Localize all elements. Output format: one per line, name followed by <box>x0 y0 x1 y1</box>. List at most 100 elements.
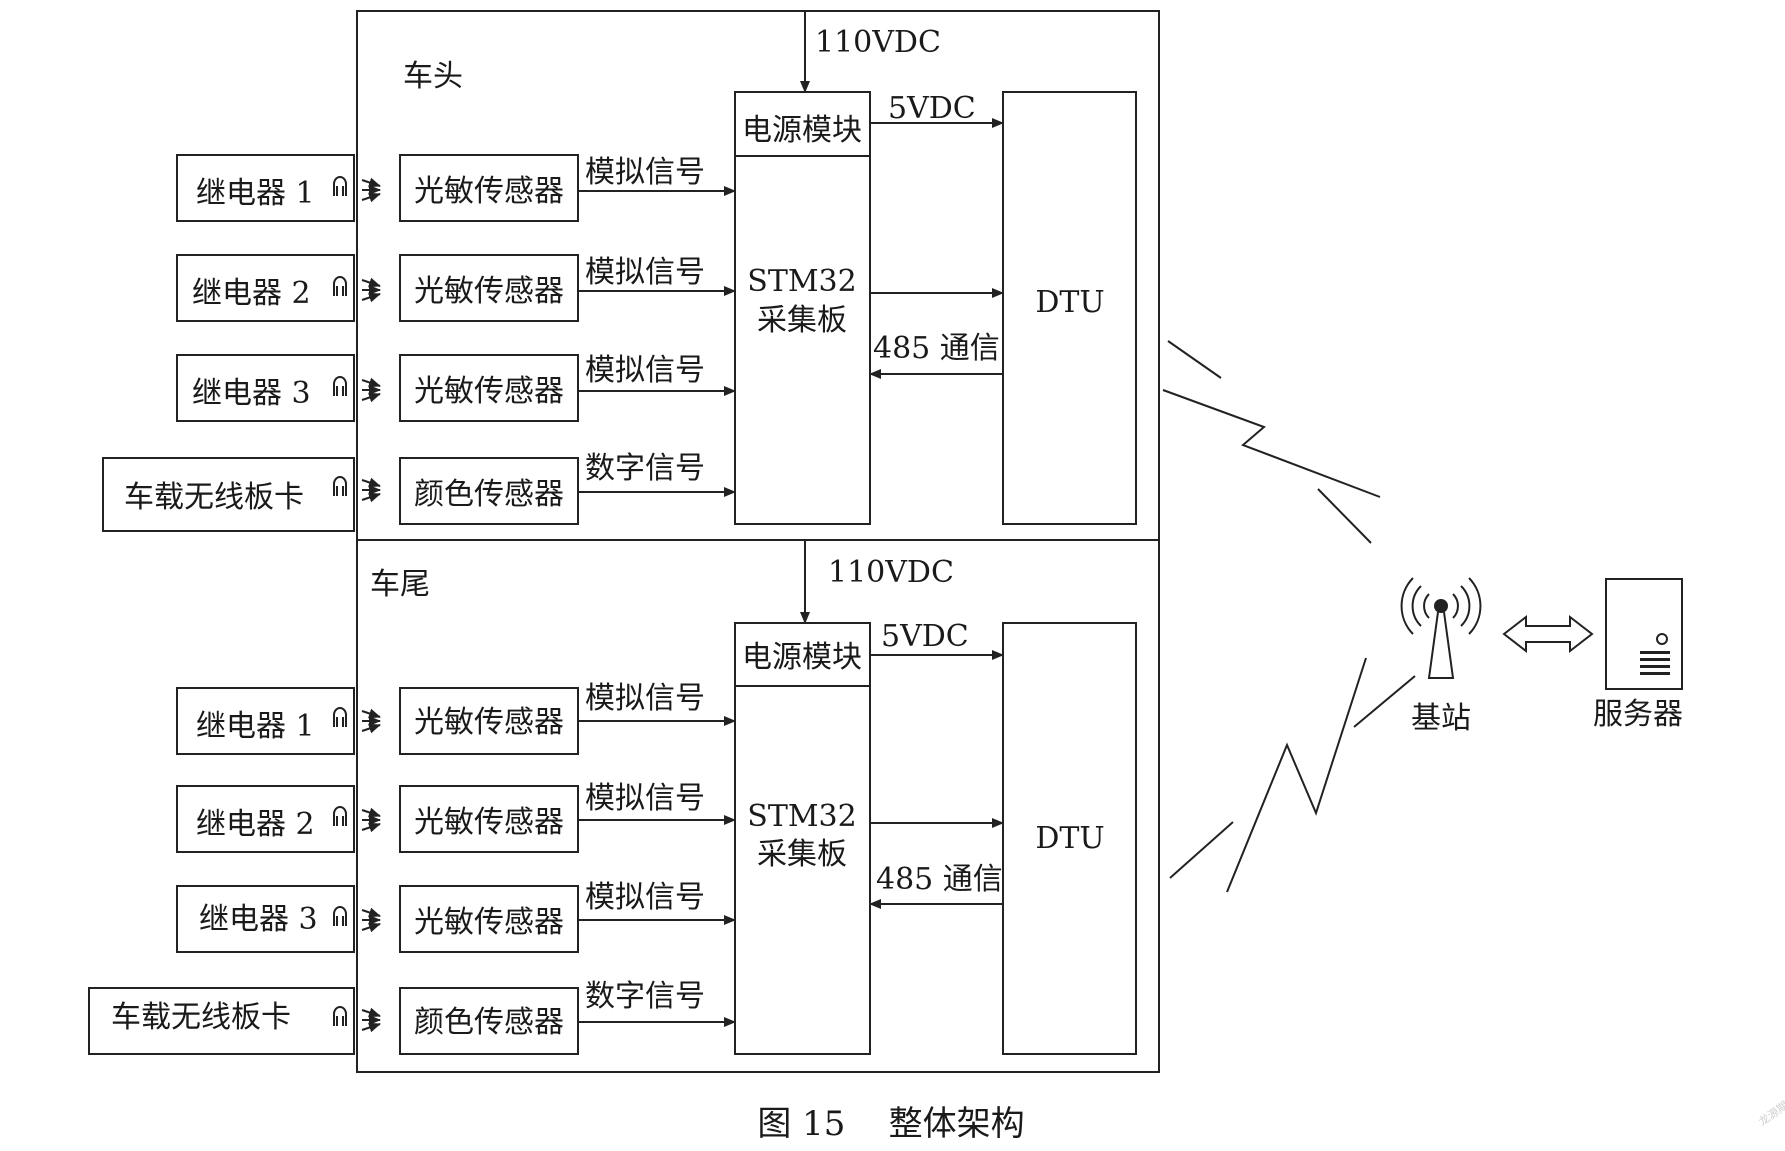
dtu-box <box>1002 91 1137 525</box>
lightning-bolt-icon <box>1226 657 1367 893</box>
indicator-led-icon <box>333 806 347 826</box>
wave-line <box>1317 488 1372 544</box>
power-module-label: 电源模块 <box>742 113 862 148</box>
signal-label: 数字信号 <box>585 451 705 486</box>
source-label: 继电器 1 <box>196 709 315 744</box>
input-row: 继电器 3 光敏传感器 模拟信号 <box>176 353 736 422</box>
watermark: 龙源期刊网 <box>1756 1085 1785 1128</box>
light-rays-icon <box>361 477 381 503</box>
server: 服务器 <box>1593 578 1683 732</box>
signal-label: 模拟信号 <box>585 880 705 915</box>
sensor-label: 颜色传感器 <box>414 1005 564 1040</box>
light-rays-icon <box>361 1007 381 1033</box>
signal-label: 模拟信号 <box>585 781 705 816</box>
light-rays-icon <box>361 708 381 734</box>
light-rays-icon <box>361 277 381 303</box>
wireless-card-box <box>102 457 355 532</box>
input-row: 车载无线板卡 颜色传感器 数字信号 <box>102 451 736 532</box>
server-label: 服务器 <box>1593 697 1683 732</box>
relay-box <box>176 785 355 853</box>
sensor-label: 光敏传感器 <box>414 174 564 209</box>
power-input-label: 110VDC <box>828 555 954 590</box>
source-label: 继电器 1 <box>196 176 315 211</box>
indicator-led-icon <box>333 376 347 396</box>
sensor-box <box>399 154 579 222</box>
comm-label: 485 通信 <box>873 331 1000 366</box>
wireless-card-box <box>88 987 355 1055</box>
figure-caption: 图 15 整体架构 <box>757 1104 1024 1144</box>
source-label: 继电器 2 <box>192 276 311 311</box>
power-input-label: 110VDC <box>815 25 941 60</box>
light-rays-icon <box>361 177 381 203</box>
light-rays-icon <box>361 907 381 933</box>
relay-box <box>176 154 355 222</box>
sensor-label: 光敏传感器 <box>414 705 564 740</box>
indicator-led-icon <box>333 707 347 727</box>
wave-line <box>1353 675 1416 728</box>
signal-label: 模拟信号 <box>585 255 705 290</box>
input-row: 继电器 1 光敏传感器 模拟信号 <box>176 681 736 755</box>
board-label: 采集板 <box>757 303 847 338</box>
dtu-label: DTU <box>1035 821 1104 856</box>
antenna-tower-icon <box>1400 577 1482 679</box>
source-label: 继电器 2 <box>196 807 315 842</box>
source-label: 车载无线板卡 <box>124 480 304 515</box>
section-head: 车头 110VDC 电源模块 STM32 采集板 DTU 5VDC 485 通信… <box>102 10 1160 541</box>
wave-line <box>1167 340 1222 379</box>
sensor-box <box>399 254 579 322</box>
sensor-label: 颜色传感器 <box>414 477 564 512</box>
bidirectional-arrow-icon <box>1502 614 1594 654</box>
source-label: 继电器 3 <box>192 376 311 411</box>
board-label: 采集板 <box>757 837 847 872</box>
indicator-led-icon <box>333 476 347 496</box>
indicator-led-icon <box>333 276 347 296</box>
relay-box <box>176 254 355 322</box>
input-row: 继电器 2 光敏传感器 模拟信号 <box>176 781 736 853</box>
input-row: 继电器 3 光敏传感器 模拟信号 <box>176 880 736 953</box>
power-output-label: 5VDC <box>881 619 969 654</box>
dtu-label: DTU <box>1035 285 1104 320</box>
light-rays-icon <box>361 807 381 833</box>
dtu-box <box>1002 622 1137 1055</box>
stm32-label: STM32 <box>747 264 856 299</box>
indicator-led-icon <box>333 1006 347 1026</box>
relay-box <box>176 354 355 422</box>
stm32-board <box>734 622 871 1055</box>
sensor-box <box>399 354 579 422</box>
signal-label: 模拟信号 <box>585 353 705 388</box>
signal-label: 模拟信号 <box>585 155 705 190</box>
lightning-bolt-icon <box>1162 389 1381 498</box>
sensor-label: 光敏传感器 <box>414 274 564 309</box>
source-label: 继电器 3 <box>199 902 318 937</box>
section-tail: 车尾 110VDC 电源模块 STM32 采集板 DTU 5VDC 485 通信… <box>88 539 1160 1073</box>
section-label: 车尾 <box>370 567 430 602</box>
indicator-led-icon <box>333 176 347 196</box>
wireless-link-upper <box>1162 340 1381 544</box>
signal-label: 模拟信号 <box>585 681 705 716</box>
comm-label: 485 通信 <box>876 862 1003 897</box>
signal-label: 数字信号 <box>585 979 705 1014</box>
wireless-link-lower <box>1169 657 1416 893</box>
source-label: 车载无线板卡 <box>111 1000 291 1035</box>
stm32-board <box>734 91 871 525</box>
base-station: 基站 <box>1400 577 1482 736</box>
section-frame <box>356 539 1160 1073</box>
input-row: 继电器 2 光敏传感器 模拟信号 <box>176 254 736 322</box>
relay-box <box>176 885 355 953</box>
relay-box <box>176 687 355 755</box>
sensor-label: 光敏传感器 <box>414 374 564 409</box>
base-station-label: 基站 <box>1411 701 1471 736</box>
input-row: 继电器 1 光敏传感器 模拟信号 <box>176 154 736 222</box>
section-label: 车头 <box>403 59 463 94</box>
input-row: 车载无线板卡 颜色传感器 数字信号 <box>88 979 736 1055</box>
server-icon <box>1605 578 1683 690</box>
indicator-led-icon <box>333 906 347 926</box>
wave-line <box>1169 821 1234 879</box>
stm32-label: STM32 <box>747 799 856 834</box>
sensor-label: 光敏传感器 <box>414 905 564 940</box>
power-module-label: 电源模块 <box>742 640 862 675</box>
light-rays-icon <box>361 377 381 403</box>
sensor-label: 光敏传感器 <box>414 805 564 840</box>
power-output-label: 5VDC <box>888 91 976 126</box>
